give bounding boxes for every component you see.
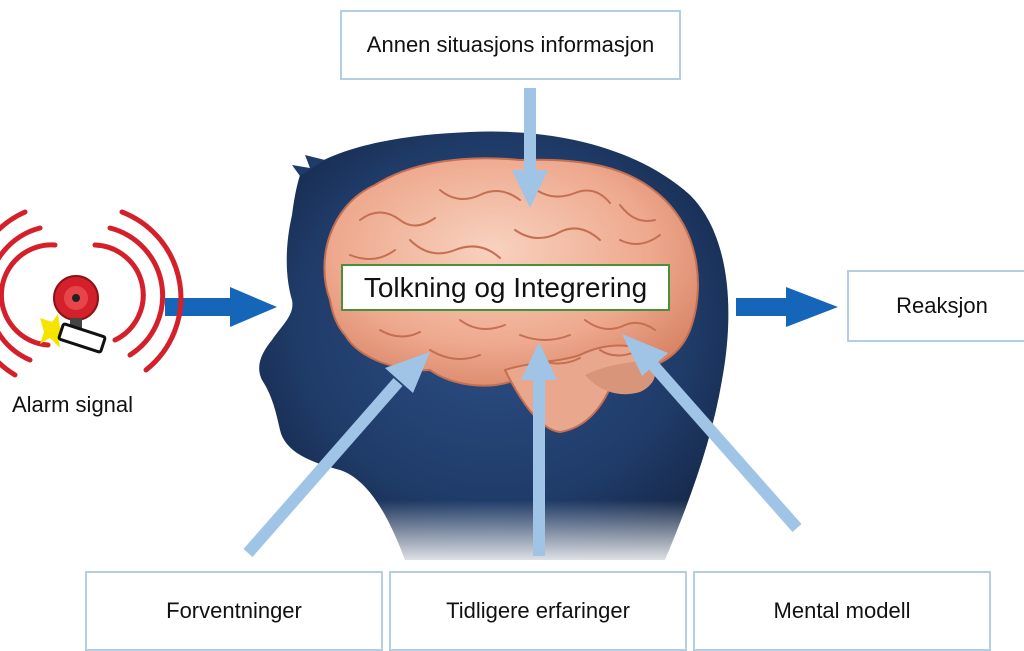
tolkning-og-integrering-label: Tolkning og Integrering — [364, 272, 647, 304]
forventninger-box: Forventninger — [85, 571, 383, 651]
mental-modell-box: Mental modell — [693, 571, 991, 651]
annen-situasjons-informasjon-label: Annen situasjons informasjon — [367, 32, 654, 58]
reaksjon-box: Reaksjon — [847, 270, 1024, 342]
tolkning-og-integrering-box: Tolkning og Integrering — [341, 264, 670, 311]
neck-fade — [260, 500, 740, 570]
reaksjon-label: Reaksjon — [896, 293, 988, 319]
forventninger-label: Forventninger — [166, 598, 302, 624]
annen-situasjons-informasjon-box: Annen situasjons informasjon — [340, 10, 681, 80]
mental-modell-label: Mental modell — [774, 598, 911, 624]
tidligere-erfaringer-box: Tidligere erfaringer — [389, 571, 687, 651]
alarm-bell-icon — [0, 212, 181, 375]
arrow-to-reaksjon — [736, 287, 838, 327]
tidligere-erfaringer-label: Tidligere erfaringer — [446, 598, 630, 624]
alarm-signal-label: Alarm signal — [12, 392, 162, 418]
